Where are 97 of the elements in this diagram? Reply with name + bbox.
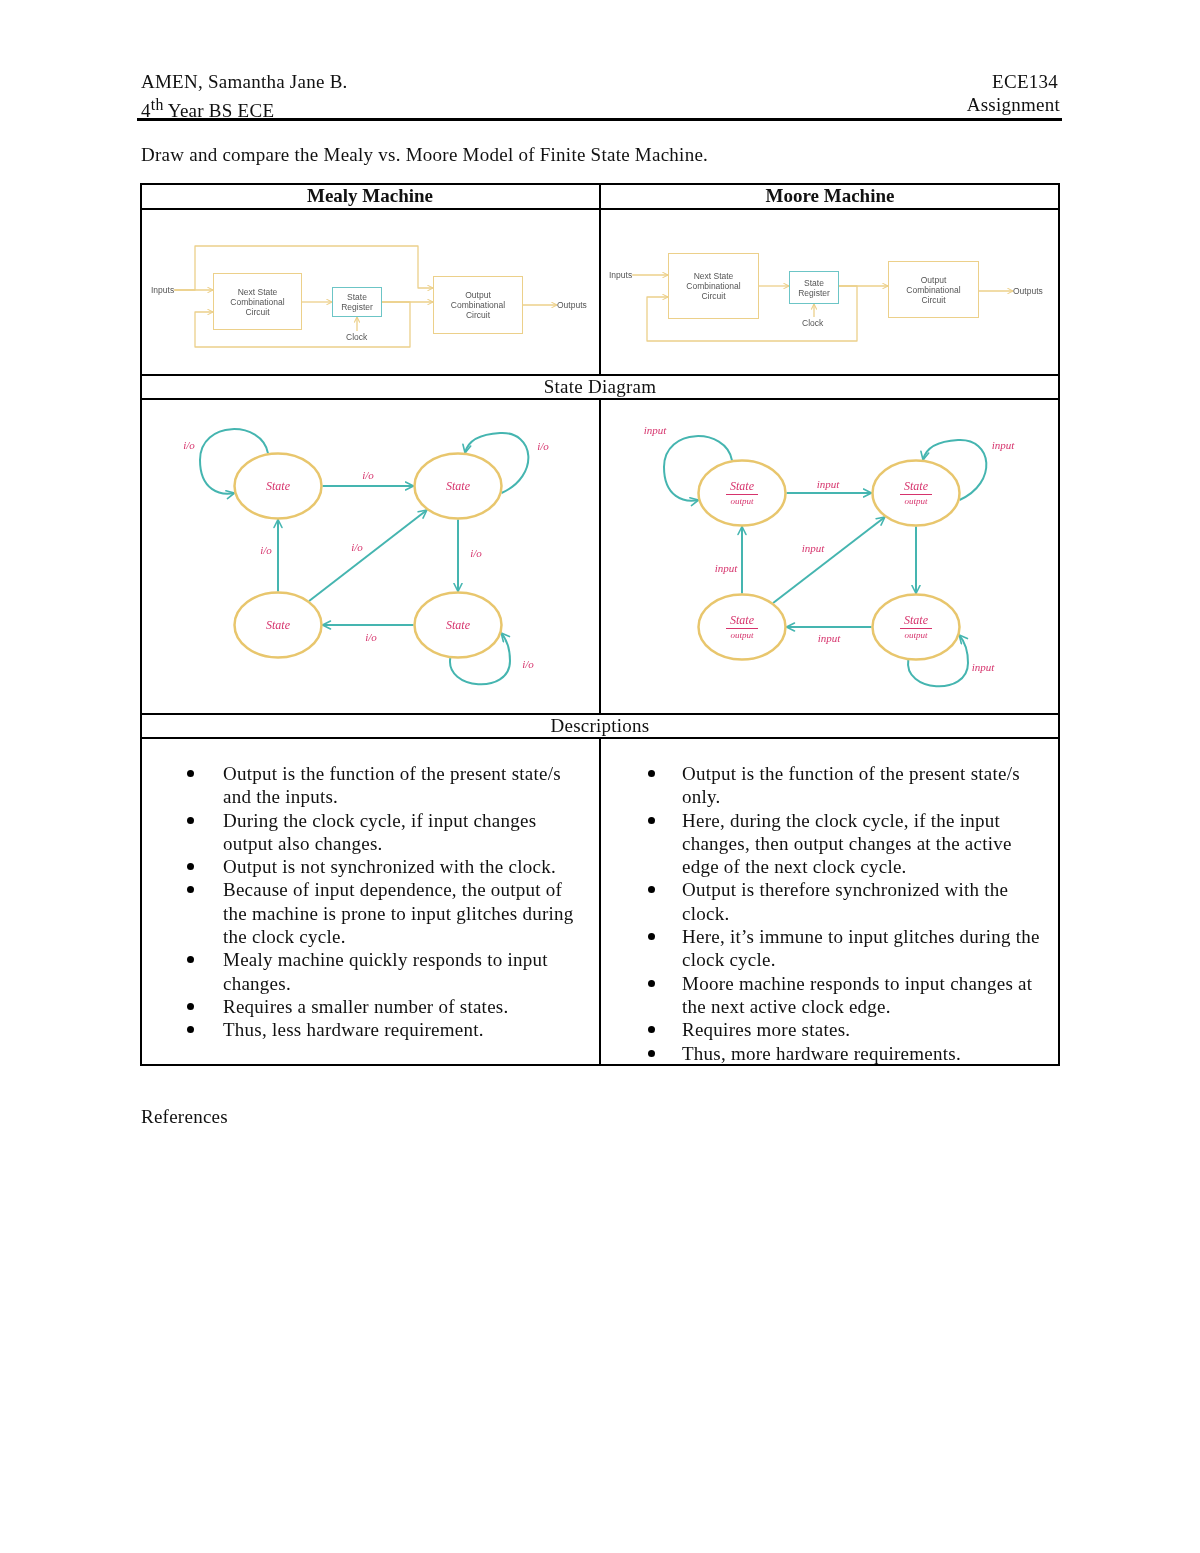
circuit-block: Next State Combinational Circuit bbox=[668, 253, 759, 319]
arrow bbox=[194, 301, 411, 348]
arrow bbox=[199, 428, 269, 499]
arrow bbox=[631, 271, 669, 279]
output-label: output bbox=[904, 496, 928, 507]
bullet-text: Thus, less hardware requirement. bbox=[223, 1018, 485, 1042]
arrow bbox=[920, 439, 988, 501]
state-label: State bbox=[266, 618, 290, 632]
edge-label: input bbox=[800, 542, 826, 554]
edge-label: i/o bbox=[350, 541, 364, 553]
arrow bbox=[907, 634, 969, 688]
bullet-text: Output is the function of the present state/s and the inputs. bbox=[223, 762, 562, 809]
state-label: State bbox=[446, 618, 470, 632]
bullet-text: Output is not synchronized with the clock. bbox=[223, 855, 557, 879]
header-text: AMEN, Samantha Jane B. bbox=[141, 71, 348, 93]
bullet-text: Moore machine responds to input changes at the next active clock edge. bbox=[682, 971, 1034, 1019]
register-block: State Register bbox=[789, 271, 839, 304]
state-label: State bbox=[904, 613, 928, 627]
edge-label: i/o bbox=[364, 631, 378, 643]
state-ellipse bbox=[413, 591, 503, 659]
arrow bbox=[308, 509, 428, 602]
edge-label: i/o bbox=[361, 469, 375, 481]
table-heading: Mealy Machine bbox=[306, 185, 434, 207]
bullet-text: Here, during the clock cycle, if the input changes, then output changes at the active edge of the next clock cycle. bbox=[682, 808, 1013, 879]
bullet-text: Mealy machine quickly responds to input changes. bbox=[223, 948, 549, 995]
signal-label: Inputs bbox=[609, 269, 633, 281]
header-text: Assignment bbox=[966, 94, 1060, 116]
edge-label: input bbox=[816, 632, 842, 644]
signal-label: Outputs bbox=[1013, 285, 1043, 297]
bullet-text: Output is therefore synchronized with the clock. bbox=[682, 878, 1010, 926]
bullet-text: Requires more states. bbox=[682, 1018, 852, 1042]
table-heading: State Diagram bbox=[543, 376, 657, 398]
arrow bbox=[353, 316, 361, 332]
edge-label: input bbox=[990, 439, 1016, 451]
bullet-text: Thus, more hardware requirements. bbox=[682, 1041, 962, 1065]
bullet-text: Here, it’s immune to input glitches during the clock cycle. bbox=[682, 925, 1041, 972]
state-label: State bbox=[730, 479, 754, 493]
output-label: output bbox=[730, 496, 754, 507]
arrow bbox=[785, 488, 873, 498]
edge-label: i/o bbox=[182, 439, 196, 451]
arrow bbox=[449, 632, 511, 686]
arrow bbox=[173, 245, 434, 292]
signal-label: Inputs bbox=[151, 284, 175, 296]
edge-label: i/o bbox=[469, 547, 483, 559]
table-heading: Descriptions bbox=[550, 715, 650, 737]
state-ellipse bbox=[871, 459, 961, 527]
bullet-text: During the clock cycle, if input changes output also changes. bbox=[223, 808, 538, 856]
arrow bbox=[522, 301, 558, 309]
output-label: output bbox=[730, 630, 754, 641]
arrow bbox=[663, 435, 733, 506]
arrow bbox=[273, 518, 283, 593]
arrow bbox=[321, 481, 415, 491]
bullet-text: Because of input dependence, the output of the machine is prone to input glitches during the clock cycle. bbox=[223, 878, 575, 949]
edge-label: input bbox=[815, 478, 841, 490]
state-ellipse bbox=[697, 459, 787, 527]
arrow bbox=[646, 285, 858, 342]
bullet-text: Output is the function of the present state/s only. bbox=[682, 762, 1021, 809]
arrow bbox=[758, 282, 790, 290]
signal-label: Clock bbox=[346, 331, 368, 343]
state-label: State bbox=[730, 613, 754, 627]
arrow bbox=[737, 525, 747, 595]
arrow bbox=[453, 518, 463, 593]
arrow bbox=[810, 303, 818, 318]
arrow bbox=[978, 287, 1014, 295]
instruction-text: Draw and compare the Mealy vs. Moore Model of Finite State Machine. bbox=[141, 144, 709, 166]
signal-label: Outputs bbox=[557, 299, 587, 311]
bullet-text: Requires a smaller number of states. bbox=[223, 994, 510, 1019]
arrow bbox=[301, 298, 333, 306]
state-ellipse bbox=[233, 591, 323, 659]
signal-label: Clock bbox=[802, 317, 824, 329]
state-ellipse bbox=[871, 593, 961, 661]
state-ellipse bbox=[697, 593, 787, 661]
state-label: State bbox=[904, 479, 928, 493]
circuit-block: Output Combinational Circuit bbox=[433, 276, 523, 334]
table-heading: Moore Machine bbox=[765, 185, 895, 207]
output-label: output bbox=[904, 630, 928, 641]
circuit-block: Output Combinational Circuit bbox=[888, 261, 979, 318]
arrow bbox=[911, 525, 921, 595]
edge-label: input bbox=[970, 661, 996, 673]
edge-label: i/o bbox=[536, 440, 550, 452]
register-block: State Register bbox=[332, 287, 382, 317]
arrow bbox=[321, 620, 415, 630]
circuit-block: Next State Combinational Circuit bbox=[213, 273, 302, 330]
edge-label: input bbox=[713, 562, 739, 574]
state-ellipse bbox=[413, 452, 503, 520]
header-text: 4$^{th}$ Year BS ECE bbox=[141, 95, 275, 123]
edge-label: input bbox=[642, 424, 668, 436]
section-heading: References bbox=[141, 1106, 228, 1128]
state-label: State bbox=[446, 479, 470, 493]
edge-label: i/o bbox=[521, 658, 535, 670]
state-label: State bbox=[266, 479, 290, 493]
arrow bbox=[785, 622, 873, 632]
arrow bbox=[462, 432, 530, 494]
header-text: ECE134 bbox=[992, 71, 1058, 93]
state-ellipse bbox=[233, 452, 323, 520]
edge-label: i/o bbox=[259, 544, 273, 556]
arrow bbox=[772, 516, 886, 604]
